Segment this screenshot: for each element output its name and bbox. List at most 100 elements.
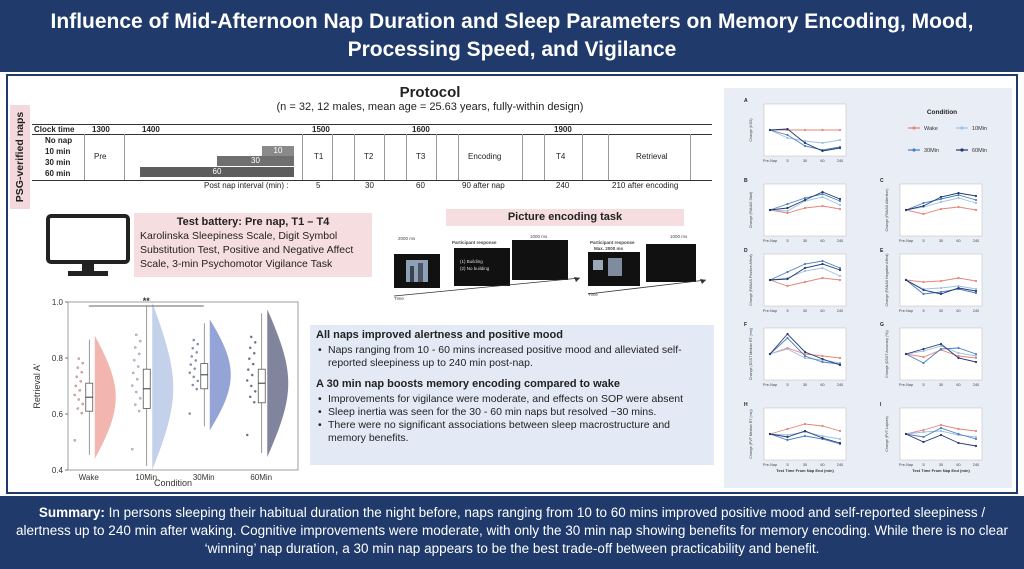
- panel-x-tick: Pre-Nap: [899, 463, 913, 467]
- panel-x-tick: 240: [973, 463, 979, 467]
- summary-label: Summary:: [38, 505, 105, 520]
- data-point: [194, 359, 197, 362]
- series-point: [803, 280, 807, 284]
- table-rule: [32, 124, 712, 125]
- y-tick-label: 1.0: [52, 298, 64, 307]
- series-point: [786, 438, 789, 442]
- series-point: [786, 277, 789, 281]
- data-point: [76, 366, 80, 369]
- phase-t4: T4: [556, 152, 566, 161]
- panel-x-tick: 60: [820, 309, 824, 313]
- data-point: [190, 355, 193, 358]
- summary-footer: Summary: In persons sleeping their habit…: [0, 496, 1024, 569]
- result-bullet: Sleep inertia was seen for the 30 - 60 m…: [316, 406, 708, 419]
- series-point: [957, 193, 960, 197]
- test-battery-body: Karolinska Sleepiness Scale, Digit Symbo…: [140, 230, 354, 270]
- series-point: [922, 440, 925, 444]
- series-point: [974, 198, 978, 202]
- data-point: [137, 365, 140, 368]
- series-point: [939, 195, 943, 199]
- result-bullet: Naps ranging from 10 - 60 mins increased…: [316, 344, 708, 370]
- table-rule: [32, 134, 712, 135]
- panel-x-tick: 60: [956, 383, 960, 387]
- table-divider: [544, 134, 545, 180]
- x-tick-label: 60Min: [250, 473, 272, 482]
- legend-marker: [960, 148, 964, 152]
- data-point: [245, 433, 249, 437]
- series-point: [821, 190, 824, 194]
- interval-90: 90 after nap: [462, 181, 505, 190]
- series-point: [957, 205, 960, 209]
- series-point: [957, 354, 960, 358]
- series-point: [803, 128, 807, 132]
- series-point: [786, 127, 789, 131]
- series-point: [786, 332, 789, 336]
- panel-x-tick: 60: [820, 383, 824, 387]
- series-point: [786, 284, 789, 288]
- table-divider: [84, 134, 85, 180]
- series-point: [821, 266, 824, 270]
- interval-60: 60: [416, 181, 425, 190]
- data-point: [78, 389, 82, 392]
- data-point: [247, 357, 251, 360]
- fixation-screen: [646, 244, 696, 282]
- table-divider: [458, 134, 459, 180]
- row-10-min: 10 min: [45, 147, 71, 156]
- phase-retrieval: Retrieval: [636, 152, 668, 161]
- data-point: [139, 339, 142, 343]
- series-point: [838, 274, 842, 278]
- data-point: [81, 361, 85, 365]
- series-point: [939, 292, 943, 296]
- panel-x-tick: 30: [803, 463, 807, 467]
- series-point: [939, 423, 943, 427]
- series-point: [939, 426, 943, 430]
- series-point: [803, 198, 807, 202]
- series-point: [838, 199, 842, 203]
- series-point: [957, 346, 960, 350]
- panel-x-tick: 5: [786, 383, 788, 387]
- legend-label: Wake: [924, 126, 938, 132]
- time-1300: 1300: [92, 125, 110, 134]
- x-tick-label: 30Min: [193, 473, 215, 482]
- series-point: [838, 266, 842, 270]
- interval-240: 240: [556, 181, 570, 190]
- timeline-arrows: [393, 277, 707, 297]
- series-point: [821, 195, 824, 199]
- series-point: [939, 207, 943, 211]
- series-point: [904, 432, 908, 436]
- result-heading-2: A 30 min nap boosts memory encoding comp…: [316, 378, 620, 390]
- table-divider: [406, 134, 407, 180]
- series-point: [768, 278, 772, 282]
- series-point: [957, 351, 960, 355]
- panel-x-tick: 5: [922, 239, 924, 243]
- data-point: [246, 368, 250, 371]
- fixation-screen: [512, 240, 568, 280]
- panel-x-tick: 5: [922, 463, 924, 467]
- series-point: [922, 349, 925, 353]
- series-point: [974, 354, 978, 358]
- phase-t3: T3: [416, 152, 426, 161]
- series-point: [821, 357, 824, 361]
- violin-half: [209, 319, 231, 431]
- protocol-table: Clock time 1300 1400 1500 1600 1900 No n…: [32, 124, 712, 181]
- series-point: [821, 204, 824, 208]
- panel-x-tick: Pre-Nap: [899, 309, 913, 313]
- data-point: [191, 383, 194, 387]
- data-point: [252, 401, 256, 404]
- panel-x-tick: 5: [786, 159, 788, 163]
- series-point: [786, 211, 789, 215]
- panel-y-label: Change (PANAS Negative Affect): [885, 253, 889, 306]
- panel-x-tick: 30: [803, 309, 807, 313]
- panel-x-tick: 240: [973, 309, 979, 313]
- data-point: [139, 397, 142, 400]
- table-divider: [582, 134, 583, 180]
- data-point: [79, 380, 83, 383]
- stimulus-screen: [588, 252, 640, 286]
- panel-x-tick: 240: [973, 239, 979, 243]
- interval-5: 5: [316, 181, 321, 190]
- panel-x-tick: 240: [837, 309, 843, 313]
- series-point: [803, 139, 807, 143]
- picture-task-diagram: 2000 ms Participant response (1) Buildin…: [390, 228, 710, 304]
- legend-marker: [912, 126, 916, 130]
- series-point: [838, 197, 842, 201]
